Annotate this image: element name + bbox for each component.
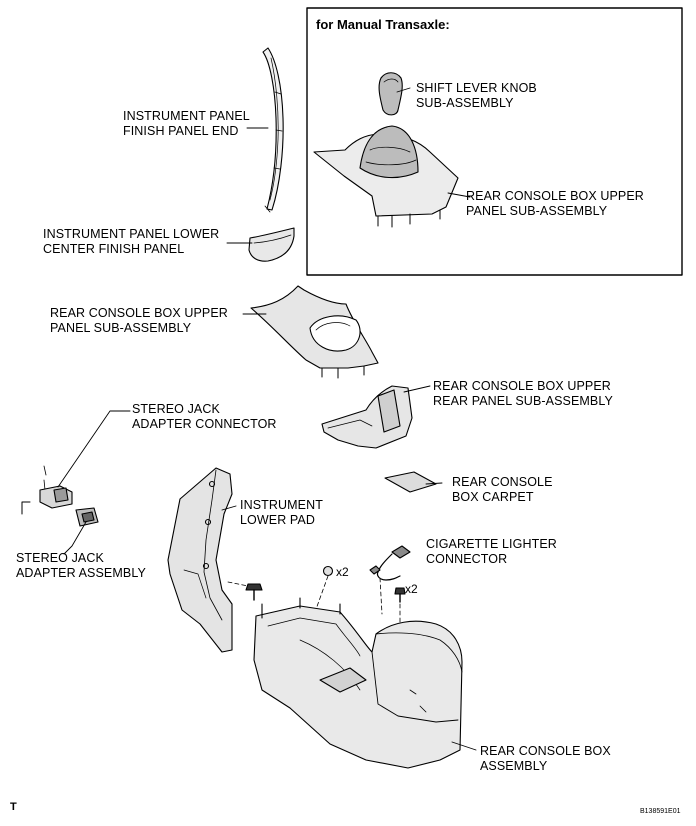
- label-upper-rear-panel: REAR CONSOLE BOX UPPER REAR PANEL SUB-AS…: [433, 379, 613, 409]
- label-instrument-lower-pad: INSTRUMENT LOWER PAD: [240, 498, 323, 528]
- label-cigarette-lighter-connector: CIGARETTE LIGHTER CONNECTOR: [426, 537, 557, 567]
- label-line: INSTRUMENT PANEL LOWER: [43, 227, 220, 241]
- inset-title: for Manual Transaxle:: [316, 17, 450, 32]
- rear-console-box-upper-rear-panel: [321, 385, 413, 449]
- label-line: ASSEMBLY: [480, 759, 548, 773]
- label-line: ADAPTER ASSEMBLY: [16, 566, 146, 580]
- instrument-lower-pad: [167, 467, 233, 653]
- screw-quantity: x2: [405, 582, 418, 596]
- label-lower-center-finish-panel: INSTRUMENT PANEL LOWER CENTER FINISH PAN…: [43, 227, 219, 257]
- screw-pad: [227, 581, 263, 601]
- label-line: LOWER PAD: [240, 513, 315, 527]
- rear-console-box-upper-panel: [250, 285, 379, 379]
- label-stereo-jack-assembly: STEREO JACK ADAPTER ASSEMBLY: [16, 551, 146, 581]
- instrument-panel-finish-panel-end: [262, 47, 284, 213]
- label-line: STEREO JACK: [132, 402, 220, 416]
- label-line: REAR PANEL SUB-ASSEMBLY: [433, 394, 613, 408]
- label-line: BOX CARPET: [452, 490, 534, 504]
- shift-lever-knob: [378, 72, 403, 116]
- label-line: REAR CONSOLE BOX UPPER: [433, 379, 611, 393]
- label-line: REAR CONSOLE BOX UPPER: [466, 189, 644, 203]
- label-line: PANEL SUB-ASSEMBLY: [50, 321, 192, 335]
- rear-console-box-assembly: [253, 597, 463, 769]
- clip-quantity: x2: [336, 565, 349, 579]
- label-line: INSTRUMENT PANEL: [123, 109, 250, 123]
- rear-console-box-upper-panel-manual: [313, 125, 459, 228]
- label-stereo-jack-connector: STEREO JACK ADAPTER CONNECTOR: [132, 402, 277, 432]
- label-upper-panel-manual: REAR CONSOLE BOX UPPER PANEL SUB-ASSEMBL…: [466, 189, 644, 219]
- label-upper-panel: REAR CONSOLE BOX UPPER PANEL SUB-ASSEMBL…: [50, 306, 228, 336]
- label-line: REAR CONSOLE: [452, 475, 553, 489]
- label-line: REAR CONSOLE BOX UPPER: [50, 306, 228, 320]
- label-rear-console-box-assembly: REAR CONSOLE BOX ASSEMBLY: [480, 744, 611, 774]
- clip: [314, 565, 334, 613]
- label-line: CIGARETTE LIGHTER: [426, 537, 557, 551]
- label-shift-lever-knob: SHIFT LEVER KNOB SUB-ASSEMBLY: [416, 81, 537, 111]
- label-line: INSTRUMENT: [240, 498, 323, 512]
- label-line: SUB-ASSEMBLY: [416, 96, 514, 110]
- label-finish-panel-end: INSTRUMENT PANEL FINISH PANEL END: [123, 109, 250, 139]
- label-line: CENTER FINISH PANEL: [43, 242, 185, 256]
- stereo-jack-adapter: [21, 465, 99, 527]
- leader-lines: [57, 87, 477, 751]
- label-line: CONNECTOR: [426, 552, 508, 566]
- label-line: SHIFT LEVER KNOB: [416, 81, 537, 95]
- instrument-panel-lower-center-finish-panel: [248, 227, 295, 262]
- label-line: ADAPTER CONNECTOR: [132, 417, 277, 431]
- figure-code: B138591E01: [640, 808, 681, 815]
- label-line: STEREO JACK: [16, 551, 104, 565]
- cigarette-lighter-connector: [369, 545, 411, 615]
- manual-transaxle-inset-frame: [306, 7, 683, 276]
- rear-console-box-carpet: [384, 471, 437, 493]
- label-line: REAR CONSOLE BOX: [480, 744, 611, 758]
- label-line: FINISH PANEL END: [123, 124, 239, 138]
- orientation-mark: T: [10, 801, 17, 813]
- label-console-carpet: REAR CONSOLE BOX CARPET: [452, 475, 553, 505]
- label-line: PANEL SUB-ASSEMBLY: [466, 204, 608, 218]
